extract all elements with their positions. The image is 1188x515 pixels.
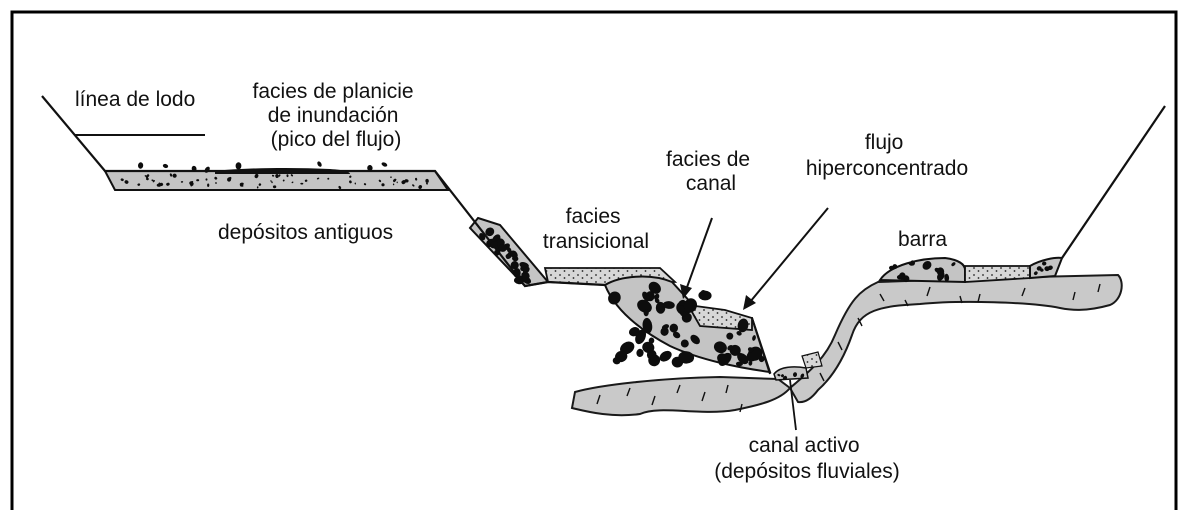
clast <box>207 184 209 187</box>
clast <box>235 162 241 170</box>
clast <box>381 161 388 167</box>
old-deposits-label: depósitos antiguos <box>218 221 393 244</box>
floodplain-mud-drape <box>215 168 350 174</box>
active-channel-deposit <box>774 367 808 380</box>
channel-facies-label: facies de canal <box>666 148 756 195</box>
active-channel-label: canal activo (depósitos fluviales) <box>714 434 900 483</box>
bar-deposit-coarse <box>880 258 965 282</box>
hyperconcentrated-flow-arrow <box>743 208 828 310</box>
transitional-facies-label: facies transicional <box>543 205 649 253</box>
bar-label: barra <box>898 228 947 251</box>
clast <box>636 348 644 357</box>
mud-line-label: línea de lodo <box>75 88 195 111</box>
floodplain-facies-label: facies de planicie de inundación (pico d… <box>253 80 420 151</box>
left-bedrock <box>572 377 790 415</box>
active-channel-fine-deposit <box>802 352 822 368</box>
right-valley-wall <box>1062 106 1165 258</box>
right-bedrock <box>790 275 1122 402</box>
clast <box>300 183 303 185</box>
hyperconcentrated-flow-label: flujo hiperconcentrado <box>806 131 968 180</box>
clast <box>316 161 322 168</box>
clast <box>670 324 678 333</box>
clast <box>162 163 168 168</box>
clast <box>138 162 144 169</box>
figure-frame <box>12 12 1176 510</box>
channel-facies-arrow <box>680 218 712 299</box>
